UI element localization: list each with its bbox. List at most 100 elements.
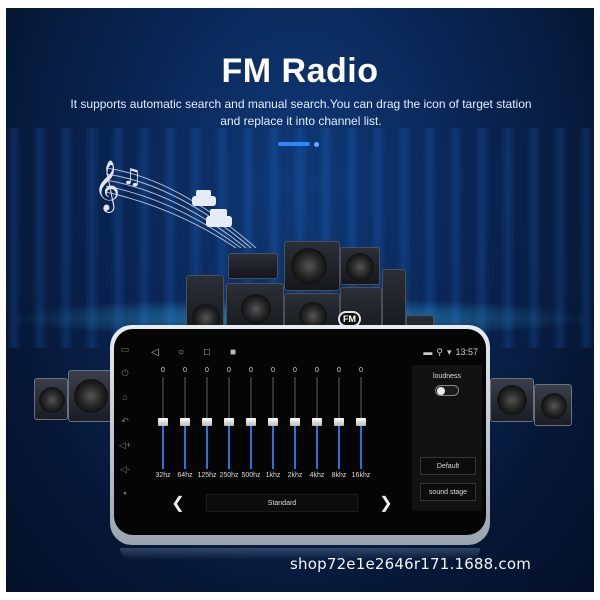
band-value: 0 [359,367,363,374]
device-reflection [120,548,480,560]
preset-selector: ❮ Standard ❯ [164,492,400,514]
slider-knob[interactable] [312,418,322,426]
eq-band[interactable]: 0 32hz [152,367,174,479]
svg-text:𝄞: 𝄞 [94,160,120,213]
pager-dots [278,141,319,147]
recents-square-icon[interactable]: □ [203,346,211,358]
slider-knob[interactable] [158,418,168,426]
loudness-toggle[interactable] [435,385,459,396]
eq-band[interactable]: 0 500hz [240,367,262,479]
eq-slider[interactable] [246,377,256,469]
band-freq: 8khz [331,472,347,479]
music-notes-icon: 𝄞 ♫ [94,160,257,248]
band-freq: 1khz [265,472,281,479]
speaker-icon [490,378,534,422]
slider-knob[interactable] [334,418,344,426]
band-freq: 250hz [219,472,239,479]
power-icon[interactable]: ⏻ [121,368,129,378]
slider-knob[interactable] [290,418,300,426]
speaker-icon [340,247,380,285]
eq-slider[interactable] [312,377,322,469]
eq-band[interactable]: 0 16khz [350,367,372,479]
band-freq: 2khz [287,472,303,479]
eq-band[interactable]: 0 2khz [284,367,306,479]
speaker-icon [226,283,284,337]
eq-band[interactable]: 0 250hz [218,367,240,479]
eq-slider[interactable] [224,377,234,469]
eq-band[interactable]: 0 64hz [174,367,196,479]
band-value: 0 [205,367,209,374]
slider-knob[interactable] [180,418,190,426]
volume-up-icon[interactable]: ◁+ [118,440,132,450]
slider-knob[interactable] [202,418,212,426]
app-square-icon[interactable]: ■ [229,346,237,358]
loudness-label: loudness [432,373,462,380]
speaker-icon [34,378,68,420]
svg-text:♫: ♫ [122,165,142,190]
speaker-icon [534,384,572,426]
speaker-icon [68,370,112,422]
car-icon [192,190,216,206]
status-bar: ▬ ⚲ ▾ 13:57 [423,347,478,358]
equalizer: 0 32hz 0 64hz 0 125hz 0 250hz 0 [152,367,436,509]
eq-slider[interactable] [268,377,278,469]
speaker-icon [284,241,340,291]
pager-dot-active[interactable] [278,142,310,146]
reset-icon[interactable]: ▪ [123,488,127,498]
eq-band[interactable]: 0 4khz [306,367,328,479]
eq-band[interactable]: 0 8khz [328,367,350,479]
wifi-icon: ▾ [446,346,452,357]
slider-knob[interactable] [356,418,366,426]
promo-banner: FM Radio It supports automatic search an… [6,8,594,592]
band-freq: 125hz [197,472,217,479]
sound-stage-button[interactable]: sound stage [420,483,476,501]
speaker-stack: FM [176,233,436,338]
slider-knob[interactable] [224,418,234,426]
head-unit-device: ▭ ⏻ ⌂ ↶ ◁+ ◁- ▪ ◁ ○ □ ■ ▬ ⚲ ▾ 13:57 0 32 [110,325,490,545]
android-navbar: ◁ ○ □ ■ ▬ ⚲ ▾ 13:57 [142,343,478,361]
location-icon: ⚲ [436,346,443,357]
band-freq: 16khz [351,472,371,479]
home-circle-icon[interactable]: ○ [177,346,185,358]
eq-slider[interactable] [356,377,366,469]
page-title: FM Radio [221,52,379,90]
band-freq: 64hz [177,472,193,479]
right-panel: loudness Default sound stage [412,365,482,511]
eq-slider[interactable] [334,377,344,469]
preset-name[interactable]: Standard [206,494,358,512]
pager-dot[interactable] [314,141,319,147]
eq-slider[interactable] [180,377,190,469]
band-value: 0 [271,367,275,374]
slider-knob[interactable] [268,418,278,426]
battery-icon: ▬ [423,347,433,357]
band-value: 0 [315,367,319,374]
subtitle: It supports automatic search and manual … [70,97,532,128]
eq-slider[interactable] [202,377,212,469]
prev-preset-button[interactable]: ❮ [171,495,185,512]
band-value: 0 [227,367,231,374]
band-value: 0 [183,367,187,374]
eq-slider[interactable] [290,377,300,469]
watermark: shop72e1e2646r171.1688.com [290,555,532,573]
device-screen: ▭ ⏻ ⌂ ↶ ◁+ ◁- ▪ ◁ ○ □ ■ ▬ ⚲ ▾ 13:57 0 32 [114,329,486,535]
eq-slider[interactable] [158,377,168,469]
car-icon [206,209,232,227]
home-icon[interactable]: ⌂ [122,392,128,402]
eq-band[interactable]: 0 1khz [262,367,284,479]
band-freq: 4khz [309,472,325,479]
back-triangle-icon[interactable]: ◁ [151,346,159,358]
back-icon[interactable]: ↶ [121,416,129,426]
default-button[interactable]: Default [420,457,476,475]
band-value: 0 [249,367,253,374]
clock: 13:57 [455,347,478,357]
band-value: 0 [161,367,165,374]
side-buttons: ▭ ⏻ ⌂ ↶ ◁+ ◁- ▪ [114,329,136,535]
band-freq: 500hz [241,472,261,479]
next-preset-button[interactable]: ❯ [379,495,393,512]
slider-knob[interactable] [246,418,256,426]
band-value: 0 [337,367,341,374]
eq-band[interactable]: 0 125hz [196,367,218,479]
volume-down-icon[interactable]: ◁- [120,464,130,474]
band-value: 0 [293,367,297,374]
mic-icon[interactable]: ▭ [120,344,130,354]
